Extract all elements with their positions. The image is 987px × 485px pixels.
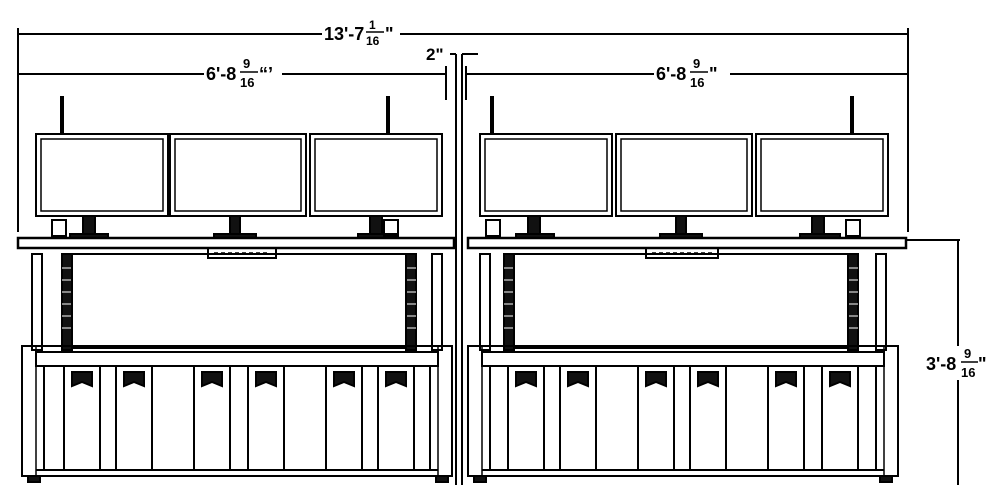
locker-handle-left-4	[255, 371, 277, 388]
modesty-panel-left	[71, 253, 407, 349]
locker-right-2	[559, 365, 597, 471]
locker-left-6	[377, 365, 415, 471]
desk-height-label: 3'-8 9 16 "	[924, 346, 987, 380]
svg-text:9: 9	[243, 56, 250, 71]
accessory-right-b	[845, 219, 861, 237]
accessory-right-a	[485, 219, 501, 237]
locker-handle-left-6	[385, 371, 407, 388]
locker-handle-right-4	[697, 371, 719, 388]
locker-left-4	[247, 365, 285, 471]
overall-width-dimension	[17, 28, 909, 232]
locker-handle-right-2	[567, 371, 589, 388]
lockers-right	[507, 365, 859, 471]
overall-width-label: 13'-7 1 16 "	[322, 18, 400, 48]
monitor-left-3	[309, 133, 443, 239]
locker-left-1	[63, 365, 101, 471]
locker-handle-left-5	[333, 371, 355, 388]
svg-text:1: 1	[369, 18, 376, 32]
monitor-left-2	[169, 133, 307, 239]
accessory-left-a	[51, 219, 67, 237]
foot-left-a	[27, 475, 41, 483]
locker-handle-right-5	[775, 371, 797, 388]
svg-text:16: 16	[366, 34, 380, 48]
desktop-left	[16, 236, 456, 250]
leg-left-outer-a	[31, 253, 43, 351]
svg-text:9: 9	[964, 346, 971, 361]
svg-text:": "	[978, 354, 987, 374]
svg-text:6'-8: 6'-8	[656, 64, 686, 84]
right-desk-width-label: 6'-8 9 16 "	[654, 56, 730, 90]
leg-right-outer-a	[479, 253, 491, 351]
locker-right-5	[767, 365, 805, 471]
left-desk-width-label: 6'-8 9 16 “’	[204, 56, 282, 90]
locker-handle-left-3	[201, 371, 223, 388]
right-desk	[466, 96, 908, 483]
svg-text:": "	[709, 64, 718, 84]
monitor-left-1	[35, 133, 169, 239]
locker-handle-right-1	[515, 371, 537, 388]
lockers-left	[63, 365, 415, 471]
svg-text:16: 16	[690, 75, 704, 90]
foot-left-b	[435, 475, 449, 483]
locker-handle-left-1	[71, 371, 93, 388]
locker-handle-right-6	[829, 371, 851, 388]
leg-left-outer-b	[431, 253, 443, 351]
svg-text:16: 16	[240, 75, 254, 90]
foot-right-b	[879, 475, 893, 483]
monitor-right-2	[615, 133, 753, 239]
monitor-right-1	[479, 133, 613, 239]
svg-text:“’: “’	[259, 64, 273, 84]
svg-text:": "	[385, 24, 394, 44]
leg-right-outer-b	[875, 253, 887, 351]
accessory-left-b	[383, 219, 399, 237]
gap-label: 2"	[426, 45, 444, 64]
locker-right-3	[637, 365, 675, 471]
modesty-panel-right	[513, 253, 849, 349]
locker-left-2	[115, 365, 153, 471]
svg-text:6'-8: 6'-8	[206, 64, 236, 84]
gap-dimension	[450, 53, 478, 485]
foot-right-a	[473, 475, 487, 483]
svg-text:9: 9	[693, 56, 700, 71]
locker-left-3	[193, 365, 231, 471]
svg-text:3'-8: 3'-8	[926, 354, 956, 374]
locker-right-4	[689, 365, 727, 471]
desktop-right	[466, 236, 908, 250]
locker-handle-right-3	[645, 371, 667, 388]
left-desk	[16, 96, 456, 483]
locker-right-1	[507, 365, 545, 471]
svg-text:13'-7: 13'-7	[324, 24, 364, 44]
monitor-right-3	[755, 133, 889, 239]
svg-text:16: 16	[961, 365, 975, 380]
locker-left-5	[325, 365, 363, 471]
locker-handle-left-2	[123, 371, 145, 388]
locker-right-6	[821, 365, 859, 471]
